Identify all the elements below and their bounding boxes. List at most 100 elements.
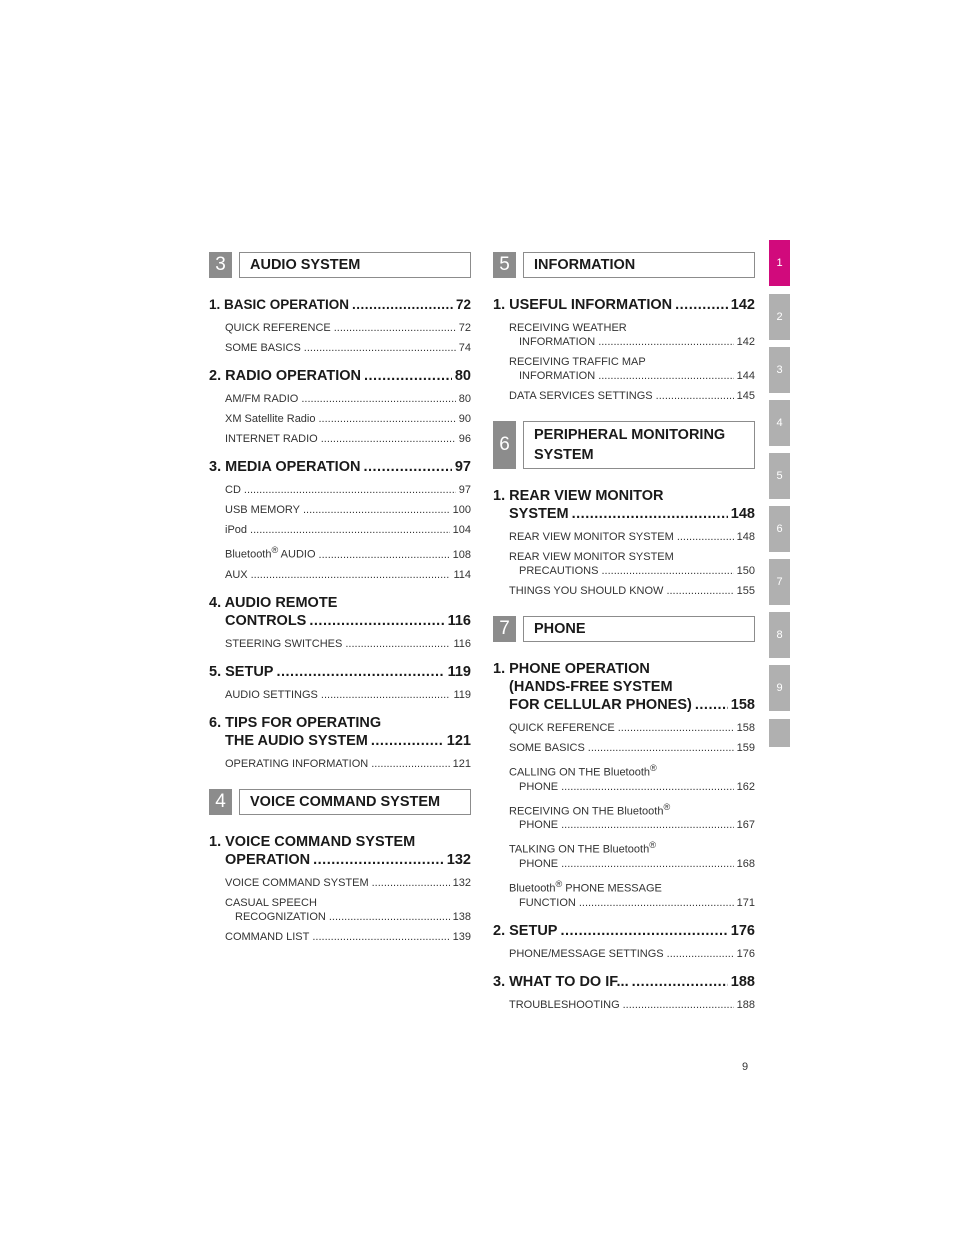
toc-entry[interactable]: AUX114 [209,568,471,582]
entry-label: DATA SERVICES SETTINGS [509,390,653,402]
chapter-label-line1: 4. AUDIO REMOTE [209,594,338,611]
entry-label-line1: RECEIVING TRAFFIC MAP [509,356,646,368]
leader-dots [598,369,733,383]
toc-entry[interactable]: CALLING ON THE Bluetooth® PHONE162 [493,761,755,794]
toc-entry[interactable]: iPod104 [209,523,471,537]
entry-label: THINGS YOU SHOULD KNOW [509,585,664,597]
chapter-label-line2: OPERATION [225,851,311,868]
toc-chapter[interactable]: 1. BASIC OPERATION72 [209,296,471,314]
leader-dots [667,947,734,961]
entry-label-line1: TALKING ON THE Bluetooth® [509,838,755,857]
leader-dots [623,998,734,1012]
entry-page: 100 [452,504,471,516]
entry-page: 188 [736,998,755,1011]
toc-chapter[interactable]: 3. WHAT TO DO IF...188 [493,973,755,991]
toc-entry[interactable]: REAR VIEW MONITOR SYSTEM148 [493,530,755,544]
section-title[interactable]: VOICE COMMAND SYSTEM [239,788,471,815]
chapter-tab-7[interactable]: 7 [769,559,790,605]
toc-chapter[interactable]: 1. REAR VIEW MONITOR SYSTEM148 [493,487,755,523]
leader-dots [321,432,456,446]
toc-chapter[interactable]: 5. SETUP119 [209,663,471,681]
toc-entry[interactable]: AM/FM RADIO80 [209,392,471,406]
toc-entry[interactable]: VOICE COMMAND SYSTEM132 [209,876,471,890]
toc-chapter[interactable]: 4. AUDIO REMOTE CONTROLS116 [209,594,471,630]
toc-entry[interactable]: THINGS YOU SHOULD KNOW 155 [493,584,755,598]
toc-entry[interactable]: DATA SERVICES SETTINGS145 [493,389,755,403]
entry-page: 97 [458,484,471,496]
chapter-label: 1. USEFUL INFORMATION [493,297,673,313]
leader-dots [561,818,734,832]
entry-label: CD [225,484,241,496]
chapter-tab-4[interactable]: 4 [769,400,790,446]
toc-entry[interactable]: RECEIVING TRAFFIC MAP INFORMATION144 [493,355,755,383]
section-header-audio-system: 3 AUDIO SYSTEM [209,252,471,278]
leader-dots [666,584,733,598]
entry-page: 168 [736,857,755,870]
section-title[interactable]: PHONE [523,616,755,642]
section-header-information: 5 INFORMATION [493,252,755,278]
leader-dots [251,568,451,582]
toc-entry[interactable]: SOME BASICS74 [209,341,471,355]
chapter-page: 176 [730,922,755,939]
toc-entry[interactable]: XM Satellite Radio90 [209,412,471,426]
chapter-label: 2. SETUP [493,922,558,939]
entry-page: 116 [453,637,471,650]
toc-entry[interactable]: SOME BASICS159 [493,741,755,755]
toc-entry[interactable]: QUICK REFERENCE158 [493,721,755,735]
toc-chapter[interactable]: 6. TIPS FOR OPERATING THE AUDIO SYSTEM12… [209,714,471,750]
toc-entry[interactable]: RECEIVING ON THE Bluetooth® PHONE167 [493,800,755,833]
chapter-page: 142 [730,297,755,313]
chapter-tab-1[interactable]: 1 [769,240,790,286]
section-title[interactable]: INFORMATION [523,252,755,278]
toc-entry[interactable]: CD 97 [209,483,471,497]
toc-entry[interactable]: OPERATING INFORMATION121 [209,757,471,771]
toc-entry[interactable]: USB MEMORY 100 [209,503,471,517]
chapter-tab-9[interactable]: 9 [769,665,790,711]
section-header-voice-command-system: 4 VOICE COMMAND SYSTEM [209,788,471,815]
toc-entry[interactable]: REAR VIEW MONITOR SYSTEM PRECAUTIONS150 [493,550,755,578]
section-title[interactable]: AUDIO SYSTEM [239,252,471,278]
chapter-tab-6[interactable]: 6 [769,506,790,552]
toc-entry[interactable]: COMMAND LIST139 [209,930,471,944]
leader-dots [244,483,456,497]
chapter-tab-3[interactable]: 3 [769,347,790,393]
leader-dots [321,688,451,702]
toc-chapter[interactable]: 1. PHONE OPERATION (HANDS-FREE SYSTEM FO… [493,660,755,714]
toc-entry[interactable]: INTERNET RADIO96 [209,432,471,446]
entry-page: 119 [453,688,471,701]
registered-mark: ® [650,763,657,773]
entry-page: 155 [736,585,755,597]
chapter-label: 3. WHAT TO DO IF... [493,973,629,990]
chapter-tab-5[interactable]: 5 [769,453,790,499]
chapter-tab-2[interactable]: 2 [769,294,790,340]
toc-entry[interactable]: TROUBLESHOOTING188 [493,998,755,1012]
toc-chapter[interactable]: 1. VOICE COMMAND SYSTEM OPERATION132 [209,833,471,869]
toc-chapter[interactable]: 1. USEFUL INFORMATION 142 [493,296,755,314]
toc-entry[interactable]: CASUAL SPEECH RECOGNIZATION138 [209,896,471,924]
section-number: 3 [209,252,232,278]
entry-label-line2: INFORMATION [519,370,596,382]
chapter-tab-8[interactable]: 8 [769,612,790,658]
toc-entry[interactable]: QUICK REFERENCE72 [209,321,471,335]
toc-chapter[interactable]: 2. SETUP 176 [493,922,755,940]
toc-entry[interactable]: AUDIO SETTINGS119 [209,688,471,702]
registered-mark: ® [649,840,656,851]
toc-entry[interactable]: RECEIVING WEATHER INFORMATION142 [493,321,755,349]
toc-entry[interactable]: Bluetooth® AUDIO108 [209,543,471,562]
toc-entry[interactable]: TALKING ON THE Bluetooth® PHONE168 [493,838,755,871]
entry-label: USB MEMORY [225,504,300,516]
chapter-tab-blank[interactable] [769,719,790,747]
toc-entry[interactable]: STEERING SWITCHES116 [209,637,471,651]
chapter-label-line2: THE AUDIO SYSTEM [225,732,368,749]
toc-chapter[interactable]: 2. RADIO OPERATION80 [209,367,471,385]
entry-page: 142 [736,336,755,348]
toc-entry[interactable]: Bluetooth® PHONE MESSAGE FUNCTION171 [493,877,755,910]
entry-page: 150 [736,565,755,577]
toc-chapter[interactable]: 3. MEDIA OPERATION97 [209,458,471,476]
toc-entry[interactable]: PHONE/MESSAGE SETTINGS176 [493,947,755,961]
leader-dots [309,612,444,630]
entry-label-line2: FUNCTION [519,896,576,909]
leader-dots [319,548,450,562]
chapter-label-line2: CONTROLS [225,612,307,629]
